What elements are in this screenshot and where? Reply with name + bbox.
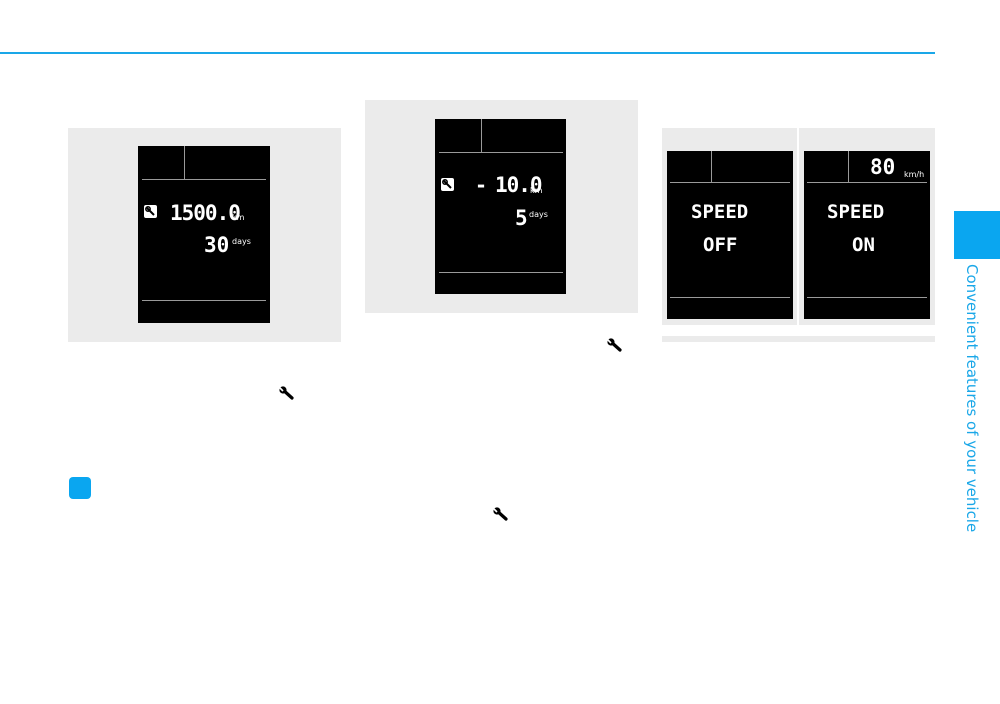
overdue-sign: - xyxy=(475,173,488,197)
display-divider xyxy=(142,179,266,180)
section-tab[interactable] xyxy=(954,211,1000,259)
service-days: 30 xyxy=(204,233,230,257)
service-distance: 1500.0 xyxy=(170,201,241,225)
panel-bottom-strip xyxy=(662,336,935,342)
display-divider xyxy=(439,152,563,153)
display-divider xyxy=(807,182,927,183)
speed-label: SPEED xyxy=(691,201,749,223)
display-divider xyxy=(142,300,266,301)
display-divider xyxy=(439,272,563,273)
wrench-icon xyxy=(607,338,622,352)
overdue-distance: 10.0 xyxy=(495,173,543,197)
cluster-display-2: - 10.0 km 5 days xyxy=(435,119,566,294)
speed-state: ON xyxy=(852,234,875,256)
display-divider xyxy=(670,297,790,298)
days-unit: days xyxy=(232,237,251,246)
overdue-days: 5 xyxy=(515,206,528,230)
speed-label: SPEED xyxy=(827,201,885,223)
display-divider xyxy=(670,182,790,183)
days-unit: days xyxy=(529,210,548,219)
service-reminder-icon xyxy=(441,178,454,191)
display-divider xyxy=(807,297,927,298)
section-title: Convenient features of your vehicle xyxy=(963,264,981,533)
wrench-icon xyxy=(279,386,294,400)
cluster-display-1: 1500.0 km 30 days xyxy=(138,146,270,323)
display-divider xyxy=(481,119,482,152)
display-divider xyxy=(848,151,849,182)
display-divider xyxy=(184,146,185,179)
service-reminder-icon xyxy=(144,205,157,218)
cluster-display-3: SPEED OFF xyxy=(667,151,793,319)
cluster-display-4: 80 km/h SPEED ON xyxy=(804,151,930,319)
distance-unit: km xyxy=(232,213,245,222)
distance-unit: km xyxy=(530,186,543,195)
display-divider xyxy=(711,151,712,182)
wrench-icon xyxy=(493,507,508,521)
speed-state: OFF xyxy=(703,234,738,256)
info-marker xyxy=(69,477,91,499)
header-rule xyxy=(0,52,935,54)
current-speed: 80 xyxy=(870,155,896,179)
panel-divider xyxy=(797,128,799,325)
speed-unit: km/h xyxy=(904,170,925,179)
